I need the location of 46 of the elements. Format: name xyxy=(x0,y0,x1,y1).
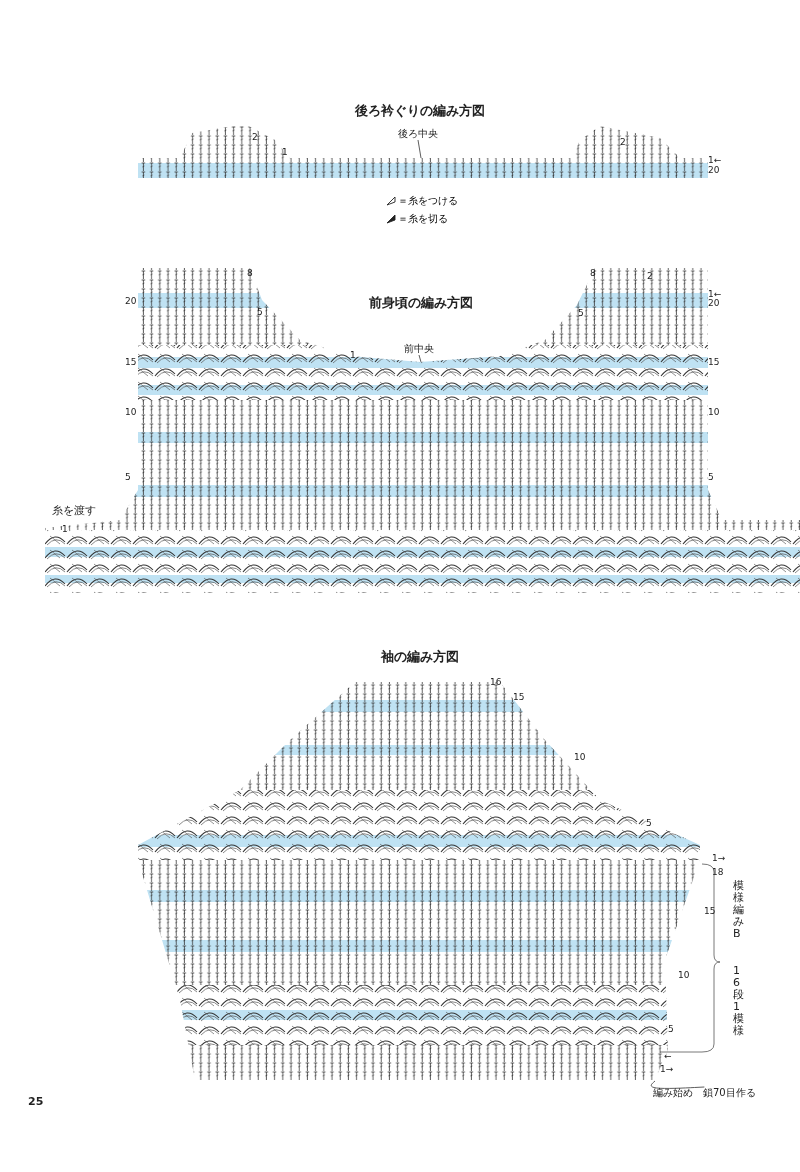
row-number: 8 xyxy=(247,268,253,278)
pattern-note: 16段1模様 xyxy=(733,965,744,1038)
row-number: 2 xyxy=(647,271,653,281)
row-number: ← xyxy=(664,1051,672,1061)
leader-line xyxy=(417,139,422,159)
row-number: 5 xyxy=(578,308,584,318)
leader-line xyxy=(418,354,422,363)
legend-text: ＝糸をつける xyxy=(398,194,458,208)
leader-line xyxy=(650,1080,705,1089)
chart-title: 後ろ衿ぐりの編み方図 xyxy=(355,103,485,118)
row-number: 10 xyxy=(678,970,690,980)
row-number: 5 xyxy=(708,472,714,482)
row-number: 1→ xyxy=(712,853,726,863)
row-number: 16 xyxy=(490,677,502,687)
annotation-text: 前中央 xyxy=(404,343,434,354)
chart-title: 前身頃の編み方図 xyxy=(369,295,473,310)
row-number: 1 xyxy=(62,524,68,534)
row-number: 20 xyxy=(125,296,137,306)
pattern-note: 模様編みB xyxy=(733,880,744,941)
row-number: 5 xyxy=(257,307,263,317)
annotation-text: 後ろ中央 xyxy=(398,128,438,139)
row-number: 1← xyxy=(708,289,722,299)
row-number: 1 xyxy=(282,147,288,157)
row-number: 5 xyxy=(125,472,131,482)
row-number: 5 xyxy=(668,1024,674,1034)
row-number: 10 xyxy=(125,407,137,417)
row-number: 10 xyxy=(708,407,720,417)
legend-text: ＝糸を切る xyxy=(398,212,448,226)
row-number: 15 xyxy=(125,357,137,367)
row-number: 1 xyxy=(350,350,356,360)
row-number: 20 xyxy=(708,298,720,308)
annotation-text: 編み始め 鎖70目作る xyxy=(653,1087,756,1098)
chart-title: 袖の編み方図 xyxy=(381,649,459,664)
row-number: 2 xyxy=(620,137,626,147)
row-number: 20 xyxy=(708,165,720,175)
row-number: 1→ xyxy=(660,1064,674,1074)
row-number: 1← xyxy=(708,155,722,165)
row-number: 5 xyxy=(646,818,652,828)
row-number: 18 xyxy=(712,867,724,877)
row-number: 15 xyxy=(513,692,525,702)
row-number: 15 xyxy=(708,357,720,367)
pattern-note: 糸を渡す xyxy=(52,505,96,517)
page-number: 25 xyxy=(28,1097,44,1107)
row-number: 2 xyxy=(252,132,258,142)
row-number: 10 xyxy=(574,752,586,762)
row-number: 8 xyxy=(590,268,596,278)
